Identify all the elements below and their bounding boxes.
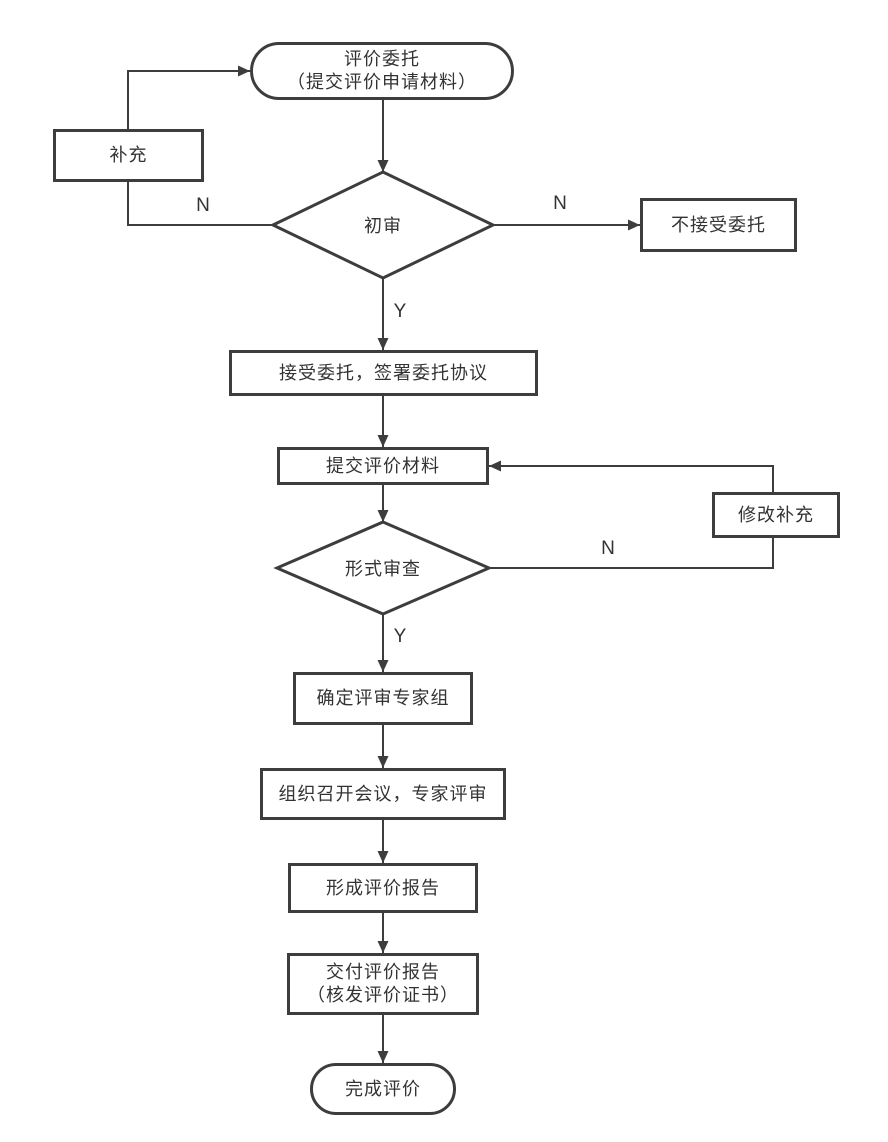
node-deliver-line2: （核发评价证书） [307, 985, 459, 1005]
edge-supplement-to-start [127, 65, 250, 129]
node-formal-review-diamond [273, 520, 493, 616]
node-initial-review-label: 初审 [364, 216, 402, 236]
edge-label-initial-review-to-accept: Y [393, 301, 407, 322]
node-start-line2: （提交评价申请材料） [287, 72, 477, 92]
node-expert-group-label: 确定评审专家组 [316, 688, 450, 708]
node-formal-review-label: 形式审查 [345, 559, 421, 579]
node-expert-group: 确定评审专家组 [293, 672, 473, 725]
node-reject: 不接受委托 [640, 198, 797, 252]
node-supplement-label: 补充 [109, 145, 148, 165]
node-start-line1: 评价委托 [344, 49, 420, 69]
edge-label-formal-review-to-expert-group: Y [393, 626, 407, 647]
node-end: 完成评价 [310, 1063, 456, 1115]
edge-label-initial-review-to-supplement: N [196, 195, 210, 216]
node-reject-label: 不接受委托 [671, 214, 766, 235]
edge-modify-to-submit [489, 460, 774, 492]
node-submit-materials: 提交评价材料 [277, 447, 489, 485]
edge-initial-review-to-supplement [127, 182, 273, 226]
node-modify-supplement-label: 修改补充 [738, 504, 814, 525]
node-meeting: 组织召开会议，专家评审 [260, 768, 506, 820]
node-modify-supplement: 修改补充 [712, 492, 840, 538]
node-report-label: 形成评价报告 [326, 877, 440, 898]
node-supplement: 补充 [53, 129, 204, 182]
node-submit-materials-label: 提交评价材料 [326, 455, 440, 476]
node-end-label: 完成评价 [345, 1078, 421, 1099]
node-meeting-label: 组织召开会议，专家评审 [278, 783, 488, 804]
edge-formal-review-to-modify [489, 538, 774, 569]
node-start: 评价委托 （提交评价申请材料） [250, 42, 514, 100]
node-accept: 接受委托，签署委托协议 [229, 350, 538, 396]
node-accept-label: 接受委托，签署委托协议 [279, 362, 488, 383]
edge-label-initial-review-to-reject: N [553, 193, 567, 214]
edge-label-formal-review-to-modify: N [601, 538, 615, 559]
node-report: 形成评价报告 [288, 863, 478, 913]
node-initial-review-diamond [269, 170, 497, 280]
node-deliver-line1: 交付评价报告 [326, 962, 440, 982]
node-deliver: 交付评价报告 （核发评价证书） [287, 953, 479, 1015]
